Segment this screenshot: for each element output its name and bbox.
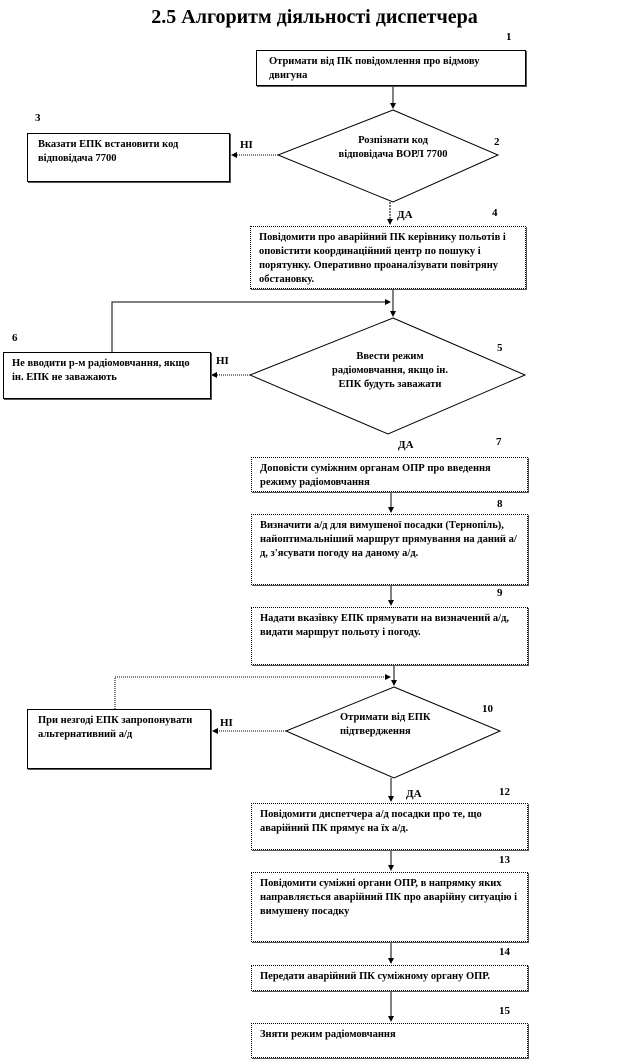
step-box-1: Отримати від ПК повідомлення про відмову… bbox=[256, 50, 526, 86]
step-number-2: 2 bbox=[494, 136, 500, 148]
step-number-7: 7 bbox=[496, 436, 502, 448]
decision-10 bbox=[284, 686, 502, 779]
step-number-1: 1 bbox=[506, 31, 512, 43]
decision-text-10: Отримати від ЕПК підтвердження bbox=[340, 712, 431, 737]
step-box-6: Не вводити р-м радіомовчання, якщо ін. Е… bbox=[3, 352, 211, 399]
no-label-10: НІ bbox=[220, 717, 233, 729]
step-number-13: 13 bbox=[499, 854, 510, 866]
decision-5 bbox=[248, 317, 527, 435]
step-box-4: Повідомити про аварійний ПК керівнику по… bbox=[250, 226, 526, 289]
step-number-12: 12 bbox=[499, 786, 510, 798]
decision-text-5: Ввести режим радіомовчання, якщо ін. ЕПК… bbox=[332, 351, 448, 390]
step-number-5: 5 bbox=[497, 342, 503, 354]
yes-label-10: ДА bbox=[406, 788, 422, 800]
step-box-3: Вказати ЕПК встановити код відповідача 7… bbox=[27, 133, 230, 182]
step-box-11: При незгоді ЕПК запропонувати альтернати… bbox=[27, 709, 211, 769]
step-box-12: Повідомити диспетчера а/д посадки про те… bbox=[251, 803, 528, 850]
step-number-15: 15 bbox=[499, 1005, 510, 1017]
no-label-2: НІ bbox=[240, 139, 253, 151]
step-box-8: Визначити а/д для вимушеної посадки (Тер… bbox=[251, 514, 528, 585]
step-box-14: Передати аварійний ПК суміжному органу О… bbox=[251, 965, 528, 991]
no-label-5: НІ bbox=[216, 355, 229, 367]
step-number-3: 3 bbox=[35, 112, 41, 124]
step-number-8: 8 bbox=[497, 498, 503, 510]
yes-label-5: ДА bbox=[398, 439, 414, 451]
step-number-6: 6 bbox=[12, 332, 18, 344]
step-number-10: 10 bbox=[482, 703, 493, 715]
decision-2 bbox=[276, 109, 500, 203]
step-box-15: Зняти режим радіомовчання bbox=[251, 1023, 528, 1058]
step-number-14: 14 bbox=[499, 946, 510, 958]
page-title: 2.5 Алгоритм діяльності диспетчера bbox=[151, 6, 478, 28]
step-number-4: 4 bbox=[492, 207, 498, 219]
step-box-9: Надати вказівку ЕПК прямувати на визначе… bbox=[251, 607, 528, 665]
yes-label-2: ДА bbox=[397, 209, 413, 221]
step-number-9: 9 bbox=[497, 587, 503, 599]
step-box-13: Повідомити суміжні органи ОПР, в напрямк… bbox=[251, 872, 528, 942]
step-box-7: Доповісти суміжним органам ОПР про введе… bbox=[251, 457, 528, 492]
decision-text-2: Розпізнати код відповідача ВОРЛ 7700 bbox=[338, 135, 448, 160]
